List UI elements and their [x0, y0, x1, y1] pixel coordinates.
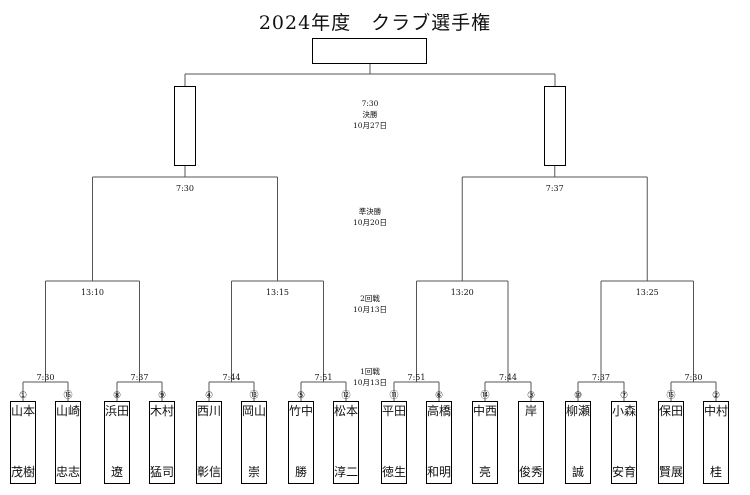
r1-match-time: 7:51	[314, 373, 333, 382]
finalist-box-left	[174, 86, 196, 166]
player-given-name: 賢展	[659, 465, 684, 479]
player-box: 松本淳二	[333, 401, 359, 484]
player-box: 中西亮	[472, 401, 498, 484]
semifinal-label: 準決勝 10月20日	[353, 206, 387, 228]
semi-match-time: 7:30	[176, 184, 194, 193]
player-given-name: 遼	[110, 465, 123, 479]
player-box: 岸俊秀	[518, 401, 544, 484]
player-surname: 山本	[11, 404, 36, 418]
player-box: 西川彰信	[196, 401, 222, 484]
round1-label: 1回戦 10月13日	[353, 366, 387, 388]
final-label: 7:30 決勝 10月27日	[353, 98, 387, 131]
r1-match-time: 7:37	[130, 373, 149, 382]
player-seed: ⑫	[341, 391, 351, 401]
player-surname: 岡山	[242, 404, 267, 418]
player-seed: ⑯	[63, 391, 73, 401]
player-box: 柳瀬誠	[565, 401, 591, 484]
player-seed: ②	[711, 391, 721, 401]
player-given-name: 亮	[478, 465, 491, 479]
player-surname: 松本	[334, 404, 359, 418]
player-given-name: 淳二	[334, 465, 359, 479]
player-box: 山本茂樹	[10, 401, 36, 484]
player-box: 小森安育	[611, 401, 637, 484]
r2-match-time: 13:25	[635, 288, 659, 297]
player-surname: 中村	[704, 404, 729, 418]
semifinal-date: 10月20日	[352, 218, 388, 227]
player-given-name: 俊秀	[519, 465, 544, 479]
semifinal-round-name: 準決勝	[358, 207, 382, 216]
finalist-box-right	[544, 86, 566, 166]
final-date: 10月27日	[352, 121, 388, 130]
player-box: 浜田遼	[104, 401, 130, 484]
final-time: 7:30	[361, 99, 379, 108]
player-seed: ④	[204, 391, 214, 401]
player-surname: 木村	[150, 404, 175, 418]
player-box: 山崎忠志	[55, 401, 81, 484]
player-box: 高橋和明	[426, 401, 452, 484]
player-given-name: 徳生	[382, 465, 407, 479]
r1-match-time: 7:51	[407, 373, 426, 382]
player-seed: ⑭	[480, 391, 490, 401]
player-given-name: 彰信	[197, 465, 222, 479]
r1-match-time: 7:30	[36, 373, 55, 382]
player-seed: ⑪	[389, 391, 399, 401]
r2-match-time: 13:20	[450, 288, 474, 297]
champion-box	[312, 38, 427, 64]
r1-match-time: 7:44	[499, 373, 517, 382]
r1-match-time: 7:37	[592, 373, 610, 382]
player-seed: ⑬	[249, 391, 259, 401]
player-seed: ⑧	[112, 391, 122, 401]
player-box: 岡山崇	[241, 401, 267, 484]
round2-round-name: 2回戦	[360, 294, 380, 303]
round2-label: 2回戦 10月13日	[353, 293, 387, 315]
player-seed: ⑤	[296, 391, 306, 401]
player-seed: ⑮	[666, 391, 676, 401]
player-surname: 中西	[473, 404, 498, 418]
player-box: 保田賢展	[658, 401, 684, 484]
player-surname: 保田	[659, 404, 684, 418]
player-surname: 岸	[524, 404, 537, 418]
player-given-name: 和明	[427, 465, 452, 479]
player-box: 平田徳生	[381, 401, 407, 484]
player-surname: 浜田	[105, 404, 130, 418]
r1-match-time: 7:30	[684, 373, 703, 382]
semi-match-time: 7:37	[545, 184, 564, 193]
r1-match-time: 7:44	[222, 373, 241, 382]
player-given-name: 茂樹	[11, 465, 36, 479]
player-box: 木村猛司	[149, 401, 175, 484]
player-given-name: 忠志	[56, 465, 81, 479]
player-seed: ③	[526, 391, 536, 401]
r2-match-time: 13:10	[80, 288, 105, 297]
player-seed: ⑦	[619, 391, 629, 401]
player-seed: ⑨	[157, 391, 167, 401]
round1-round-name: 1回戦	[360, 367, 380, 376]
player-box: 竹中勝	[288, 401, 314, 484]
round1-date: 10月13日	[352, 378, 388, 387]
player-seed: ⑩	[573, 391, 583, 401]
page-title: 2024年度 クラブ選手権	[258, 12, 492, 34]
player-given-name: 桂	[709, 465, 722, 479]
player-surname: 西川	[197, 404, 222, 418]
player-seed: ①	[18, 391, 28, 401]
player-surname: 高橋	[427, 404, 452, 418]
player-surname: 小森	[612, 404, 637, 418]
player-box: 中村桂	[703, 401, 729, 484]
round2-date: 10月13日	[352, 305, 388, 314]
player-surname: 平田	[382, 404, 407, 418]
r2-match-time: 13:15	[265, 288, 290, 297]
player-given-name: 誠	[571, 465, 584, 479]
player-given-name: 猛司	[150, 465, 175, 479]
final-round-name: 決勝	[362, 110, 378, 119]
player-surname: 山崎	[56, 404, 81, 418]
player-surname: 柳瀬	[566, 404, 591, 418]
player-surname: 竹中	[289, 404, 314, 418]
player-seed: ⑥	[434, 391, 444, 401]
player-given-name: 勝	[294, 465, 307, 479]
player-given-name: 安育	[612, 465, 637, 479]
player-given-name: 崇	[247, 465, 260, 479]
